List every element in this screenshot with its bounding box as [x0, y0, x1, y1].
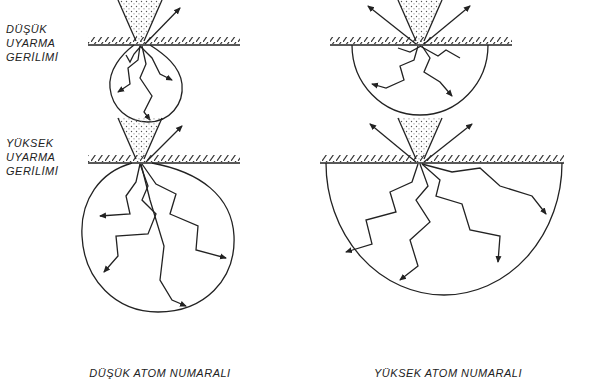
row-label: YÜKSEK UYARMA GERİLİMİ [6, 136, 82, 178]
column-label: DÜŞÜK ATOM NUMARALI [89, 366, 230, 380]
row-label: DÜŞÜK UYARMA GERİLİMİ [6, 22, 82, 64]
column-label: YÜKSEK ATOM NUMARALI [374, 366, 522, 380]
